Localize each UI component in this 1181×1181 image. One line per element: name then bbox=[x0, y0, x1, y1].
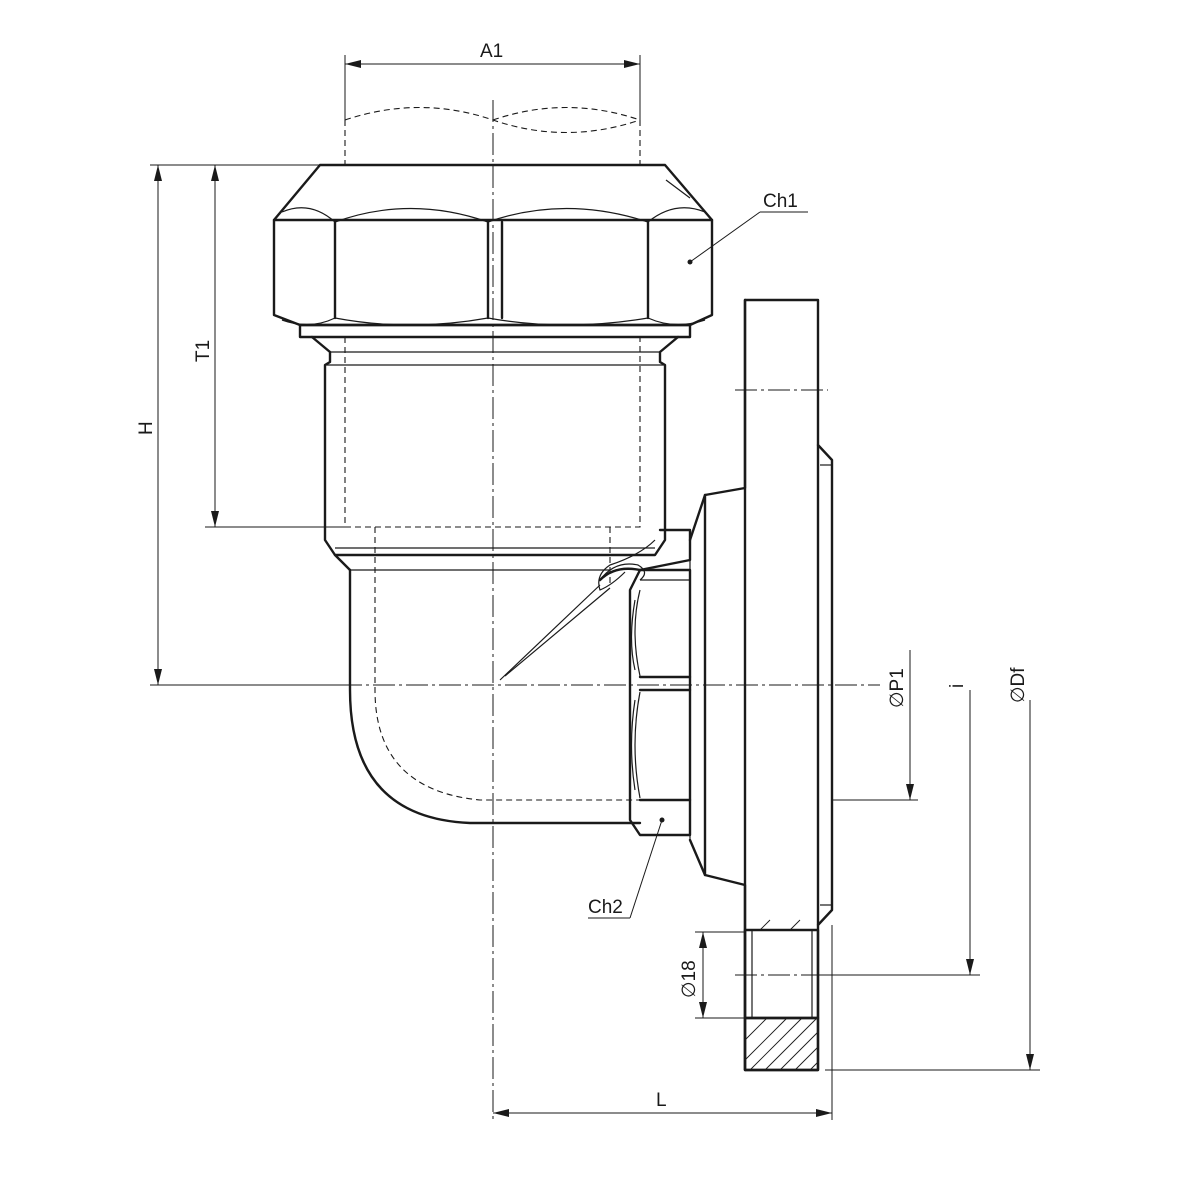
label-h: H bbox=[136, 421, 157, 435]
label-l: L bbox=[656, 1090, 667, 1111]
dim-t1 bbox=[205, 164, 345, 528]
label-i: i bbox=[947, 684, 968, 688]
pipe-stub-hidden bbox=[344, 107, 641, 168]
center-lines bbox=[340, 100, 880, 1120]
label-ch1: Ch1 bbox=[763, 191, 798, 212]
label-ch2: Ch2 bbox=[588, 897, 623, 918]
label-p1: ∅P1 bbox=[887, 668, 908, 708]
dim-p1 bbox=[832, 650, 918, 801]
hex-nut-ch2 bbox=[628, 568, 692, 837]
dim-i bbox=[818, 690, 980, 976]
leader-ch2 bbox=[588, 817, 665, 919]
label-t1: T1 bbox=[193, 340, 214, 362]
label-df: ∅Df bbox=[1008, 667, 1029, 703]
hex-nut-ch1 bbox=[272, 163, 714, 339]
label-a1: A1 bbox=[480, 41, 503, 62]
elbow-body bbox=[310, 335, 692, 825]
flange bbox=[688, 298, 834, 1072]
label-d18: ∅18 bbox=[679, 960, 700, 998]
dim-18 bbox=[695, 931, 745, 1019]
dim-df bbox=[825, 700, 1040, 1071]
dim-a1 bbox=[344, 55, 641, 120]
leader-ch1 bbox=[687, 211, 808, 265]
dim-l bbox=[493, 925, 833, 1120]
dim-h bbox=[150, 164, 340, 686]
